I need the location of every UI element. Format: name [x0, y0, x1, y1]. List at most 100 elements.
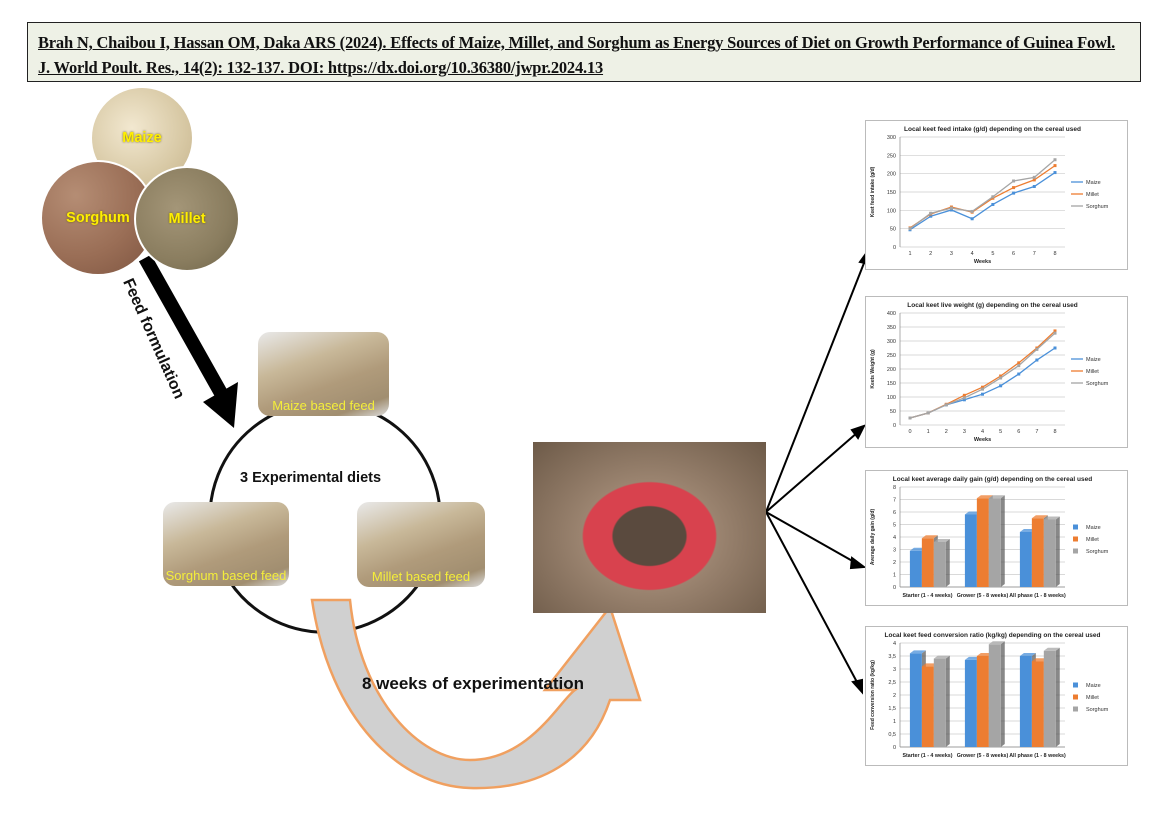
data-point [962, 398, 966, 402]
y-tick-label: 8 [893, 485, 896, 491]
data-point [1017, 361, 1021, 365]
x-tick-label: 8 [1053, 429, 1056, 435]
chart-title: Local keet feed intake (g/d) depending o… [904, 126, 1081, 133]
data-point [970, 209, 974, 213]
data-point [991, 195, 995, 199]
x-tick-label: 8 [1053, 251, 1056, 257]
x-tick-label: 2 [945, 429, 948, 435]
bar-sorghum [1043, 650, 1056, 747]
bar-millet [921, 666, 934, 747]
y-tick-label: 1 [893, 573, 896, 579]
bar-top [933, 655, 950, 659]
data-point [1053, 171, 1057, 175]
x-tick-label: Starter (1 - 4 weeks) [902, 753, 952, 759]
x-tick-label: Grower (5 - 8 weeks) [957, 593, 1009, 599]
x-axis-label: Weeks [974, 259, 991, 265]
bar-side [945, 655, 950, 747]
x-tick-label: 5 [999, 429, 1002, 435]
y-tick-label: 400 [887, 311, 896, 317]
bar-sorghum [988, 644, 1001, 747]
data-point [1053, 346, 1057, 350]
x-tick-label: Starter (1 - 4 weeks) [902, 593, 952, 599]
y-tick-label: 150 [887, 190, 896, 196]
y-tick-label: 250 [887, 153, 896, 159]
data-point [929, 214, 933, 218]
data-point [1053, 158, 1057, 162]
legend-label: Millet [1086, 537, 1099, 543]
chart-svg: Local keet feed conversion ratio (kg/kg)… [870, 632, 1109, 759]
x-tick-label: 3 [963, 429, 966, 435]
live-weight-chart: Local keet live weight (g) depending on … [865, 296, 1128, 448]
data-point [1032, 175, 1036, 179]
data-point [981, 385, 984, 389]
bar-top [988, 641, 1005, 645]
y-tick-label: 6 [893, 510, 896, 516]
legend-label: Maize [1086, 525, 1101, 531]
y-tick-label: 0 [893, 745, 896, 751]
chart-title: Local keet average daily gain (g/d) depe… [893, 476, 1092, 483]
x-tick-label: 4 [981, 429, 984, 435]
legend-swatch [1073, 548, 1078, 554]
y-tick-label: 200 [887, 172, 896, 178]
bar-side [1055, 647, 1060, 747]
legend-label: Sorghum [1086, 204, 1109, 210]
bar-maize [964, 659, 977, 747]
bar-millet [976, 498, 989, 587]
data-point [1032, 178, 1036, 182]
y-axis-label: Average daily gain (g/d) [870, 509, 876, 566]
y-tick-label: 300 [887, 339, 896, 345]
y-tick-label: 0 [893, 245, 896, 251]
y-tick-label: 5 [893, 523, 896, 529]
legend-swatch [1073, 536, 1078, 542]
data-point [1035, 347, 1039, 351]
bar-side [1000, 495, 1005, 587]
experimentation-arrow [310, 598, 642, 790]
x-tick-label: 4 [971, 251, 974, 257]
x-tick-label: 1 [908, 251, 911, 257]
millet-label: Millet [168, 211, 206, 227]
bar-side [945, 539, 950, 587]
legend-label: Maize [1086, 357, 1101, 363]
y-axis-label: Feed conversion ratio (kg/kg) [870, 660, 876, 730]
y-tick-label: 0,5 [888, 732, 896, 738]
bar-side [1055, 516, 1060, 587]
x-tick-label: 6 [1017, 429, 1020, 435]
bar-top [1043, 516, 1060, 520]
legend-label: Sorghum [1086, 381, 1109, 387]
series-line-millet [909, 330, 1056, 419]
bar-maize [964, 514, 977, 587]
data-point [929, 211, 933, 215]
y-tick-label: 4 [893, 641, 896, 647]
x-tick-label: 7 [1033, 251, 1036, 257]
legend-swatch [1073, 706, 1078, 712]
x-tick-label: 7 [1035, 429, 1038, 435]
x-tick-label: 6 [1012, 251, 1015, 257]
sorghum-feed-image: Sorghum based feed [163, 502, 289, 586]
y-tick-label: 50 [890, 409, 896, 415]
series-line-maize [909, 172, 1056, 231]
y-tick-label: 4 [893, 535, 896, 541]
legend-label: Millet [1086, 369, 1099, 375]
bar-top [933, 539, 950, 542]
result-arrows [765, 244, 871, 695]
y-tick-label: 100 [887, 208, 896, 214]
bar-top [1019, 653, 1036, 656]
millet-feed-label: Millet based feed [371, 569, 471, 584]
y-tick-label: 3 [893, 667, 896, 673]
x-tick-label: All phase (1 - 8 weeks) [1009, 593, 1066, 599]
data-point [949, 208, 953, 212]
y-axis-label: Keet feed intake (g/d) [870, 166, 876, 217]
x-tick-label: All phase (1 - 8 weeks) [1009, 753, 1066, 759]
series-line-millet [909, 165, 1056, 229]
data-point [970, 217, 974, 221]
bar-sorghum [1043, 519, 1056, 587]
chart-title: Local keet feed conversion ratio (kg/kg)… [885, 632, 1101, 639]
sorghum-label: Sorghum [66, 210, 130, 226]
bar-millet [1031, 518, 1044, 587]
experimentation-label: 8 weeks of experimentation [362, 674, 585, 693]
y-tick-label: 250 [887, 353, 896, 359]
y-tick-label: 150 [887, 381, 896, 387]
feed-formulation-arrow [138, 254, 238, 428]
data-point [926, 411, 930, 415]
